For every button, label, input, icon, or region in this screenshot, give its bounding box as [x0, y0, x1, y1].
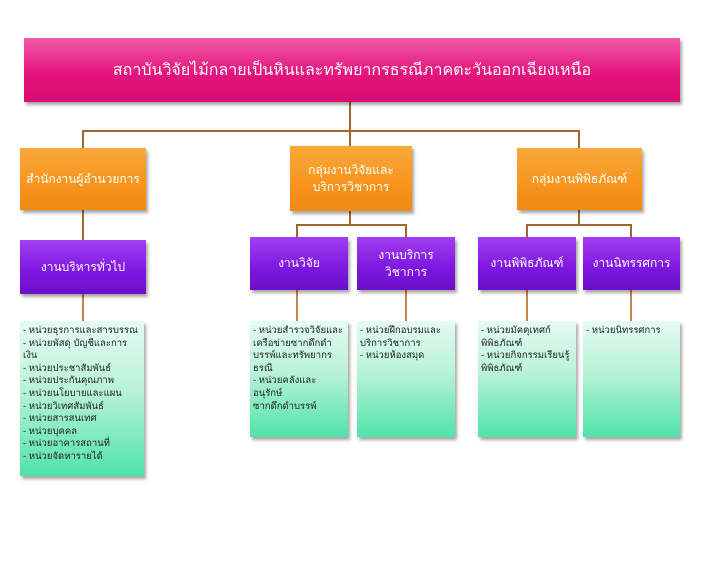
unit-item: - หน่วยวิเทศสัมพันธ์	[23, 400, 104, 412]
connector-research-down	[349, 211, 351, 225]
connector-director-to-admin	[82, 210, 84, 240]
research-units-box: - หน่วยสำรวจวิจัยและ เครือข่ายซากดึกดำ บ…	[250, 321, 348, 437]
connector-root-down	[349, 102, 351, 131]
research-group-box: กลุ่มงานวิจัยและบริการวิชาการ	[290, 146, 412, 211]
connector-root-horizontal	[82, 130, 580, 132]
connector-admin-to-units	[82, 294, 84, 321]
unit-item: - หน่วยจัดหารายได้	[23, 450, 103, 462]
general-admin-box: งานบริหารทั่วไป	[20, 240, 146, 294]
connector-to-academic-service	[405, 224, 407, 237]
root-institute-title: สถาบันวิจัยไม้กลายเป็นหินและทรัพยากรธรณี…	[112, 59, 592, 79]
museum-units-box: - หน่วยมัคคุเทศก์ พิพิธภัณฑ์ - หน่วยกิจก…	[478, 321, 576, 437]
connector-to-exhibition	[630, 224, 632, 237]
connector-research-to-units	[296, 290, 298, 321]
connector-to-research	[296, 224, 298, 237]
museum-group-label: กลุ่มงานพิพิธภัณฑ์	[531, 171, 628, 186]
unit-item: เครือข่ายซากดึกดำ	[253, 337, 332, 349]
academic-service-units-box: - หน่วยฝึกอบรมและ บริการวิชาการ - หน่วยห…	[357, 321, 455, 437]
director-office-label: สำนักงานผู้อำนวยการ	[26, 171, 140, 186]
connector-to-research-group	[349, 130, 351, 146]
unit-item: - หน่วยสารสนเทศ	[23, 413, 97, 425]
connector-museum-down	[578, 210, 580, 225]
academic-service-box: งานบริการวิชาการ	[357, 237, 455, 290]
connector-exhibition-to-units	[630, 290, 632, 321]
research-section-label: งานวิจัย	[278, 256, 320, 270]
research-section-box: งานวิจัย	[250, 237, 348, 290]
unit-item: ธรณี	[253, 362, 273, 374]
unit-item: - หน่วยธุรการและสารบรรณ	[23, 325, 138, 336]
unit-item: - หน่วยอาคารสถานที่	[23, 438, 110, 450]
unit-item: - หน่วยบุคคล	[23, 425, 78, 437]
connector-to-director-office	[82, 130, 84, 148]
root-institute-box: สถาบันวิจัยไม้กลายเป็นหินและทรัพยากรธรณี…	[24, 38, 680, 102]
unit-item: - หน่วยคลังและอนุรักษ์	[253, 375, 317, 399]
unit-item: - หน่วยห้องสมุด	[360, 350, 425, 362]
director-office-box: สำนักงานผู้อำนวยการ	[20, 148, 146, 210]
unit-item: บริการวิชาการ	[360, 337, 421, 349]
general-admin-label: งานบริหารทั่วไป	[40, 259, 126, 274]
museum-group-box: กลุ่มงานพิพิธภัณฑ์	[517, 148, 642, 210]
unit-item: พิพิธภัณฑ์	[481, 362, 523, 374]
connector-to-museum	[526, 224, 528, 237]
museum-section-box: งานพิพิธภัณฑ์	[478, 237, 576, 290]
unit-item: - หน่วยประชาสัมพันธ์	[23, 362, 112, 374]
general-admin-units-box: - หน่วยธุรการและสารบรรณ - หน่วยพัสดุ บัญ…	[20, 321, 144, 476]
unit-item: ซากดึกดำบรรพ์	[253, 400, 317, 412]
exhibition-section-box: งานนิทรรศการ	[583, 237, 680, 290]
unit-item: - หน่วยกิจกรรมเรียนรู้	[481, 350, 570, 362]
unit-item: - หน่วยนิทรรศการ	[586, 325, 661, 336]
unit-item: - หน่วยมัคคุเทศก์	[481, 325, 551, 336]
exhibition-section-label: งานนิทรรศการ	[592, 256, 671, 270]
unit-item: - หน่วยประกันคุณภาพ	[23, 375, 114, 387]
research-group-label: กลุ่มงานวิจัยและบริการวิชาการ	[308, 162, 394, 194]
connector-museum-to-units	[526, 290, 528, 321]
connector-academic-to-units	[405, 290, 407, 321]
exhibition-units-box: - หน่วยนิทรรศการ	[583, 321, 680, 437]
academic-service-label: งานบริการวิชาการ	[378, 247, 434, 279]
connector-to-museum-group	[578, 130, 580, 148]
connector-museum-horizontal	[526, 224, 632, 226]
museum-section-label: งานพิพิธภัณฑ์	[490, 256, 564, 270]
unit-item: บรรพ์และทรัพยากร	[253, 350, 332, 362]
unit-item: - หน่วยสำรวจวิจัยและ	[253, 325, 344, 336]
unit-item: - หน่วยนโยบายและแผน	[23, 387, 122, 399]
connector-research-horizontal	[296, 224, 407, 226]
unit-item: - หน่วยฝึกอบรมและ	[360, 325, 441, 336]
unit-item: - หน่วยพัสดุ บัญชีและการเงิน	[23, 337, 128, 362]
unit-item: พิพิธภัณฑ์	[481, 337, 523, 349]
